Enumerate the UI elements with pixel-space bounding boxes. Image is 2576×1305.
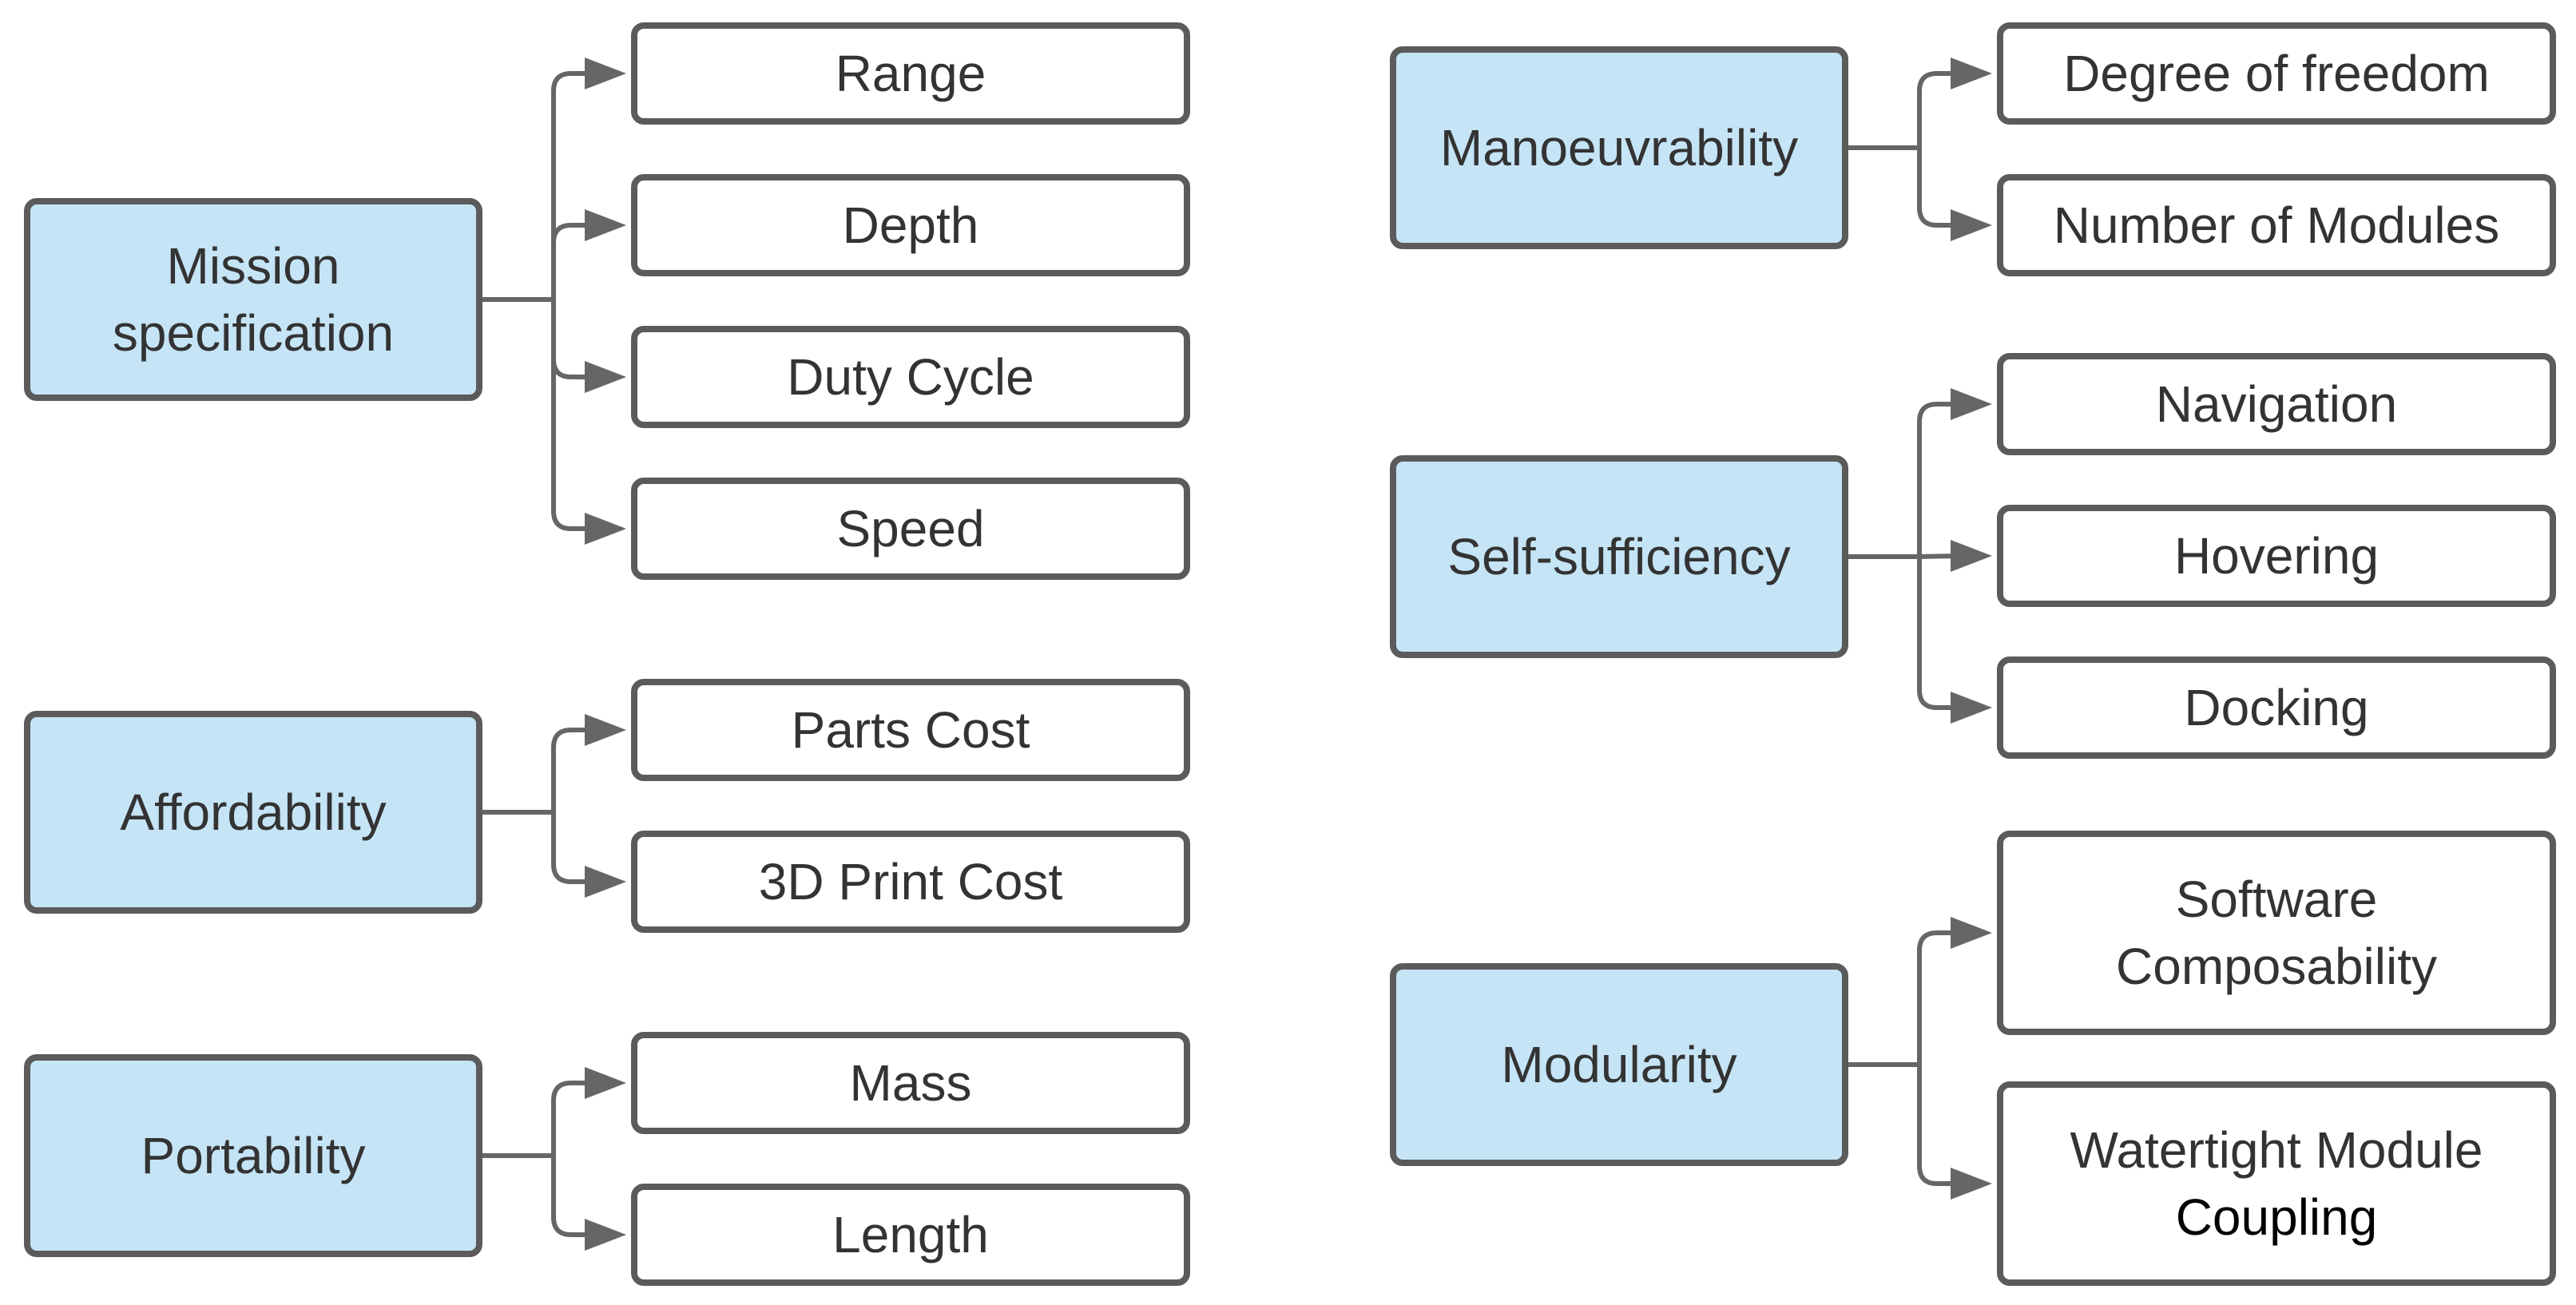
child-watertight-line2: Coupling: [2175, 1188, 2378, 1246]
connector-child-length: [551, 1156, 596, 1237]
parent-self-sufficiency: Self-sufficiency: [1390, 455, 1848, 658]
connector-child-number-of-modules: [1917, 148, 1962, 228]
arrowhead-child-3d-print-cost: [585, 866, 626, 898]
connector-child-degree-of-freedom: [1917, 71, 1962, 148]
arrowhead-child-length: [585, 1219, 626, 1251]
child-duty-cycle: Duty Cycle: [631, 326, 1190, 428]
parent-affordability: Affordability: [24, 711, 482, 914]
arrowhead-child-docking: [1951, 692, 1992, 724]
child-mass: Mass: [631, 1032, 1190, 1134]
connector-child-range: [551, 71, 596, 299]
arrowhead-child-navigation: [1951, 388, 1992, 420]
arrowhead-child-mass: [585, 1067, 626, 1099]
arrowhead-child-depth: [585, 209, 626, 241]
arrowhead-child-parts-cost: [585, 714, 626, 746]
connector-child-docking: [1917, 557, 1962, 710]
child-parts-cost: Parts Cost: [631, 679, 1190, 781]
connector-child-software-composability: [1917, 930, 1962, 1065]
child-navigation: Navigation: [1997, 353, 2556, 455]
connector-child-parts-cost: [551, 728, 596, 812]
arrowhead-child-speed: [585, 513, 626, 545]
connector-child-mass: [551, 1081, 596, 1156]
parent-modularity: Modularity: [1390, 963, 1848, 1166]
arrowhead-child-software-composability: [1951, 917, 1992, 949]
arrowhead-child-number-of-modules: [1951, 209, 1992, 241]
parent-portability: Portability: [24, 1054, 482, 1257]
connector-child-watertight-module-coupling: [1917, 1065, 1962, 1186]
connector-child-navigation: [1917, 402, 1962, 557]
child-number-of-modules: Number of Modules: [1997, 174, 2556, 276]
connector-child-depth: [551, 223, 596, 299]
child-3d-print-cost: 3D Print Cost: [631, 831, 1190, 933]
child-depth: Depth: [631, 174, 1190, 276]
arrowhead-child-hovering: [1951, 540, 1992, 572]
child-docking: Docking: [1997, 656, 2556, 759]
arrowhead-child-watertight-module-coupling: [1951, 1168, 1992, 1200]
arrowhead-child-degree-of-freedom: [1951, 58, 1992, 89]
child-speed: Speed: [631, 478, 1190, 580]
child-length: Length: [631, 1184, 1190, 1286]
parent-mission-specification: Mission specification: [24, 198, 482, 401]
connector-child-3d-print-cost: [551, 812, 596, 884]
arrowhead-child-duty-cycle: [585, 361, 626, 393]
child-degree-of-freedom: Degree of freedom: [1997, 22, 2556, 125]
child-range: Range: [631, 22, 1190, 125]
parent-manoeuvrability: Manoeuvrability: [1390, 46, 1848, 249]
child-watertight-line1: Watertight Module: [2070, 1121, 2483, 1179]
arrowhead-child-range: [585, 58, 626, 89]
child-watertight-module-coupling: Watertight Module Coupling: [1997, 1081, 2556, 1286]
child-software-composability: Software Composability: [1997, 831, 2556, 1035]
child-hovering: Hovering: [1997, 505, 2556, 607]
connector-child-speed: [551, 299, 596, 531]
